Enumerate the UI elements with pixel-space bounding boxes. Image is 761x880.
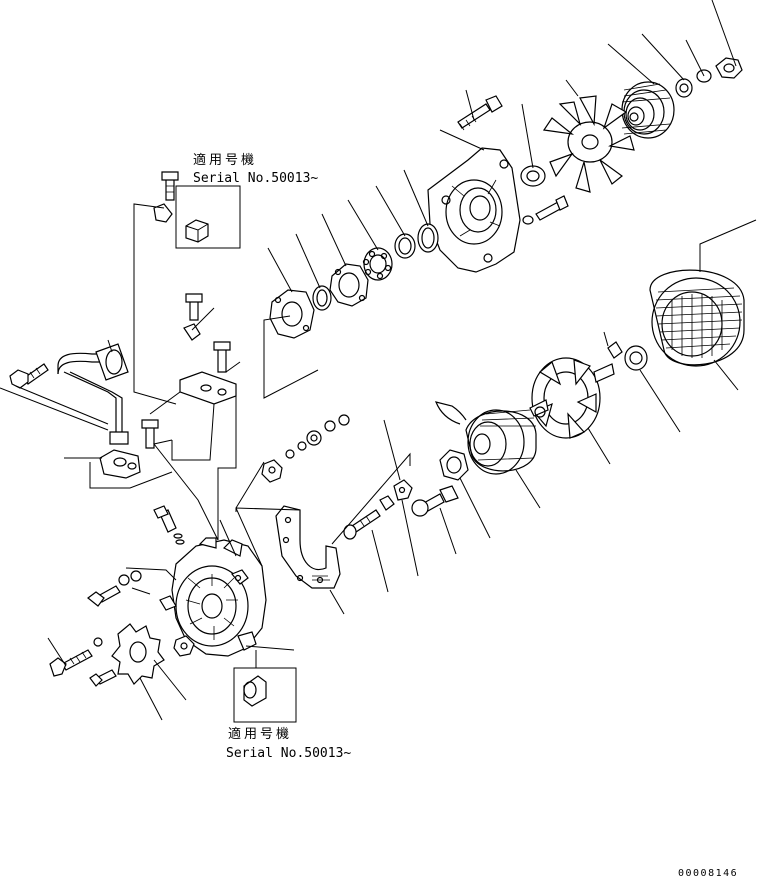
rotor bbox=[529, 357, 615, 439]
star-washer bbox=[111, 623, 165, 685]
bolt-column bbox=[183, 293, 231, 373]
through-bolt-top bbox=[457, 95, 503, 131]
hose-assembly bbox=[57, 343, 129, 445]
rectifier-plate bbox=[275, 505, 341, 589]
plain-washer bbox=[675, 78, 693, 98]
terminal-bolt bbox=[343, 509, 381, 540]
rear-bearing bbox=[439, 449, 469, 481]
rear-bracket bbox=[171, 537, 267, 657]
cap-screw-top bbox=[161, 171, 179, 201]
spacer-ring bbox=[394, 233, 416, 259]
o-ring-2 bbox=[312, 285, 332, 311]
terminal-stack bbox=[153, 505, 185, 545]
detail-box-bottom bbox=[233, 667, 297, 723]
cover-plate bbox=[269, 289, 315, 339]
long-bolt bbox=[49, 637, 103, 677]
washer-set bbox=[261, 414, 350, 483]
leader-lines bbox=[0, 0, 757, 721]
mount-bolts-left bbox=[87, 570, 177, 611]
short-bolt bbox=[89, 669, 117, 687]
clamp-bolt-left bbox=[9, 363, 49, 389]
pulley bbox=[621, 81, 675, 139]
cooling-fan bbox=[542, 95, 635, 193]
rear-housing-cover bbox=[435, 401, 537, 475]
bottom-serial-ja: 適用号機 bbox=[228, 726, 292, 742]
woodruff-key bbox=[607, 341, 623, 359]
flange-bolt bbox=[411, 485, 459, 517]
pulley-nut bbox=[715, 57, 743, 79]
top-serial-no: Serial No.50013~ bbox=[193, 171, 318, 186]
collar-spacer bbox=[520, 165, 546, 187]
bottom-serial-no: Serial No.50013~ bbox=[226, 746, 351, 761]
mount-plate bbox=[179, 371, 237, 405]
spring-washer bbox=[696, 69, 712, 83]
terminal-nut bbox=[379, 495, 395, 511]
detail-box-top bbox=[175, 185, 241, 249]
front-bracket bbox=[427, 147, 521, 273]
bearing-retainer bbox=[329, 263, 369, 307]
hex-nut-bottom bbox=[173, 635, 195, 657]
small-bolt bbox=[522, 195, 569, 225]
top-serial-ja: 適用号機 bbox=[193, 152, 257, 168]
bracket-clamp bbox=[99, 449, 141, 479]
drawing-number: 00008146 bbox=[678, 868, 738, 879]
clamp-bolt-mid bbox=[141, 419, 159, 449]
o-ring-1 bbox=[417, 223, 439, 253]
front-bearing bbox=[362, 247, 393, 281]
rotor-bearing bbox=[624, 345, 648, 371]
stator bbox=[649, 269, 745, 367]
terminal-clip bbox=[393, 479, 413, 501]
clip-top bbox=[153, 203, 173, 223]
